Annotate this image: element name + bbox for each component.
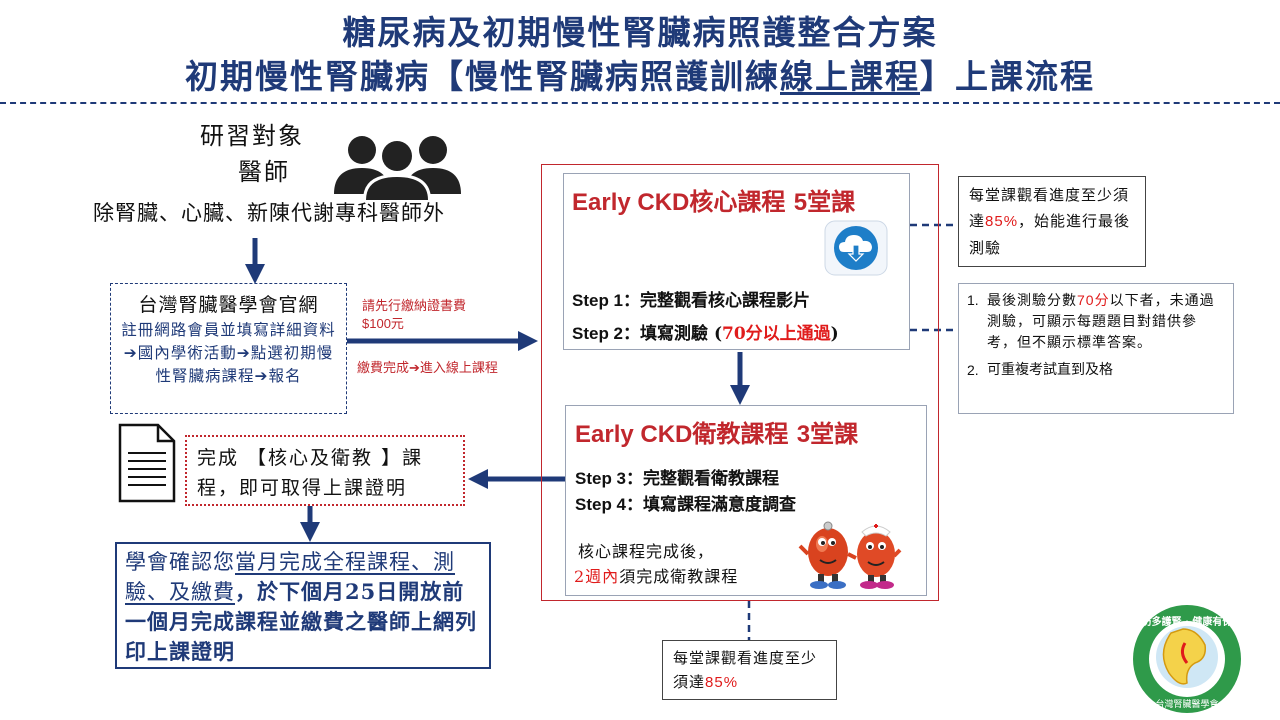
- exam-rule-1: 1. 最後測驗分數70分以下者，未通過測驗，可顯示每題題目對錯供參考，但不顯示標…: [967, 292, 1215, 351]
- health-ed-course-box: Early CKD衛教課程 3堂課 Step 3：完整觀看衛教課程 Step 4…: [565, 405, 927, 596]
- society-logo: 早防多護腎 · 健康有保障 台灣腎臟醫學會: [1127, 603, 1247, 715]
- logo-org-text: 台灣腎臟醫學會: [1155, 698, 1218, 710]
- step4: Step 4：填寫課程滿意度調查: [575, 495, 797, 515]
- target-doctor: 醫師: [238, 158, 290, 186]
- cloud-download-icon: [824, 220, 888, 276]
- core-course-box: Early CKD核心課程 5堂課 Step 1：完整觀看核心課程影片 Step…: [563, 173, 910, 350]
- core-course-title: Early CKD核心課程 5堂課: [572, 187, 856, 216]
- health-ed-note2: 2週內須完成衛教課程: [574, 567, 739, 586]
- register-steps: 註冊網路會員並填寫詳細資料➔國內學術活動➔點選初期慢性腎臟病課程➔報名: [121, 321, 336, 385]
- target-label: 研習對象: [200, 122, 304, 150]
- course-frame: [541, 164, 939, 601]
- fee-done: 繳費完成➔進入線上課程: [357, 361, 498, 376]
- kidney-mascots-image: [798, 521, 902, 589]
- society-logo-image: 早防多護腎 · 健康有保障 台灣腎臟醫學會: [1132, 605, 1243, 713]
- health-ed-course-title: Early CKD衛教課程 3堂課: [575, 419, 859, 448]
- title-line2: 初期慢性腎臟病【慢性腎臟病照護訓練線上課程】上課流程: [0, 50, 1280, 98]
- fee-note: 請先行繳納證書費: [362, 299, 467, 314]
- exam-rules-box: 1. 最後測驗分數70分以下者，未通過測驗，可顯示每題題目對錯供參考，但不顯示標…: [958, 283, 1234, 414]
- document-icon: [118, 423, 176, 503]
- progress-note-bottom-box: 每堂課觀看進度至少須達85%: [662, 640, 837, 700]
- health-ed-note1: 核心課程完成後，: [578, 542, 715, 561]
- title-line2-underlined: 線上課程: [780, 57, 920, 96]
- step1: Step 1：完整觀看核心課程影片: [572, 291, 811, 311]
- step2: Step 2：填寫測驗 (70分以上通過): [572, 324, 839, 344]
- confirm-box: 學會確認您當月完成全程課程、測驗、及繳費，於下個月25日開放前一個月完成課程並繳…: [115, 542, 491, 669]
- fee-amount: $100元: [362, 316, 404, 331]
- progress-note-box: 每堂課觀看進度至少須達85%，始能進行最後測驗: [958, 176, 1146, 267]
- register-title: 台灣腎臟醫學會官網: [138, 294, 319, 316]
- logo-ring-text: 早防多護腎 · 健康有保障: [1132, 615, 1243, 628]
- register-box: 台灣腎臟醫學會官網 註冊網路會員並填寫詳細資料➔國內學術活動➔點選初期慢性腎臟病…: [110, 283, 347, 414]
- certificate-box: 完成 【核心及衛教 】課程，即可取得上課證明: [185, 435, 465, 506]
- title-line2-pre: 初期慢性腎臟病【慢性腎臟病照護訓練: [185, 57, 780, 96]
- title-line2-post: 】上課流程: [920, 57, 1095, 96]
- target-note: 除腎臟、心臟、新陳代謝專科醫師外: [93, 201, 445, 225]
- step3: Step 3：完整觀看衛教課程: [575, 469, 780, 489]
- header-divider: [0, 102, 1280, 104]
- title-line1: 糖尿病及初期慢性腎臟病照護整合方案: [342, 13, 938, 52]
- people-icon: [334, 136, 461, 200]
- exam-rule-2: 2. 可重複考試直到及格: [967, 362, 1113, 378]
